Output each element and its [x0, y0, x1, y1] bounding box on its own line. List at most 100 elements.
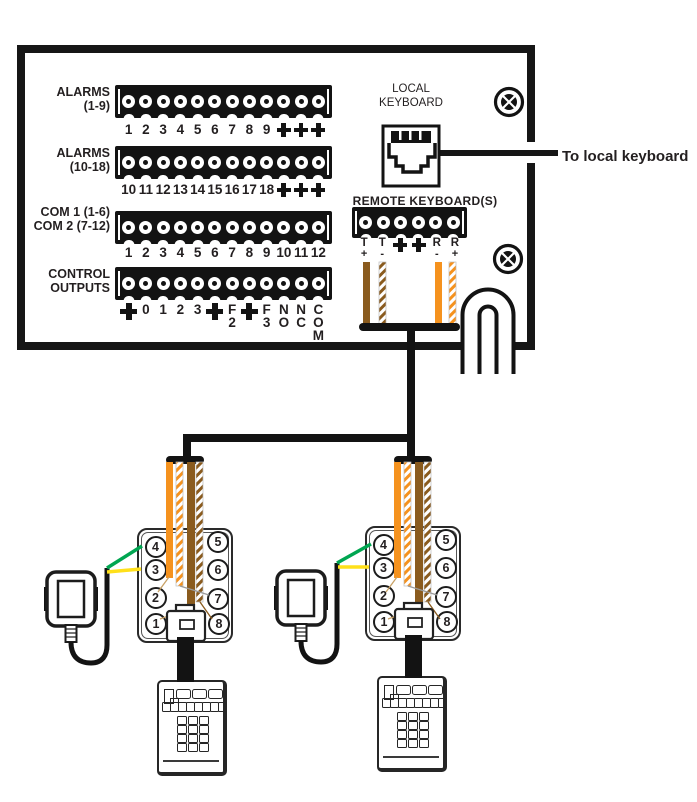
remote-pin-label — [410, 238, 428, 259]
screw-terminal — [206, 267, 223, 300]
pin-label: 12 — [155, 182, 171, 197]
keypad-function-key — [208, 689, 223, 699]
terminal-block-alarms-1-9 — [115, 85, 332, 118]
screw-terminal — [310, 85, 327, 118]
terminal-hole — [311, 277, 325, 290]
screw-terminal — [258, 146, 275, 179]
pin-label: 11 — [138, 182, 154, 197]
to-local-keyboard-annotation: To local keyboard — [562, 148, 689, 165]
screw-terminal — [310, 211, 327, 244]
remote-pin-label: T- — [373, 237, 391, 259]
junction-terminal-7: 7 — [435, 586, 457, 608]
keypad-number-key — [177, 734, 187, 743]
screw-terminal — [172, 146, 189, 179]
screw-terminal — [392, 207, 410, 238]
screw-terminal — [189, 267, 206, 300]
screw-terminal — [293, 146, 310, 179]
keypad-number-key — [177, 725, 187, 734]
terminal-hole — [225, 221, 239, 234]
pin-label — [275, 123, 292, 137]
pin-label: 1 — [124, 122, 133, 137]
terminal-hole — [122, 156, 136, 169]
pin-row-remote-keyboards: T+T-R-R+ — [352, 237, 467, 260]
junction-terminal-3: 3 — [372, 557, 395, 579]
keypad-number-key — [199, 725, 209, 734]
terminal-hole — [311, 156, 325, 169]
pin-label: 2 — [142, 245, 150, 260]
remote-keyboards-label: REMOTE KEYBOARD(S) — [352, 194, 498, 208]
pin-label: 4 — [176, 122, 185, 137]
terminal-block-alarms-10-18 — [115, 146, 332, 179]
alarms-1-9-label: ALARMS (1-9) — [56, 85, 110, 113]
screw-terminal — [155, 211, 172, 244]
terminal-hole — [411, 216, 425, 229]
terminal-hole — [173, 95, 187, 108]
screw-terminal — [172, 211, 189, 244]
keypad-1 — [157, 680, 227, 776]
terminal-hole — [311, 95, 325, 108]
ground-icon — [206, 303, 224, 320]
pin-label: 3 — [159, 245, 167, 260]
keypad-number-key — [397, 739, 407, 748]
terminal-hole — [277, 277, 291, 290]
pin-label: 10 — [276, 245, 292, 260]
junction-terminal-1: 1 — [145, 613, 167, 635]
screw-terminal — [258, 85, 275, 118]
pin-label: 16 — [224, 182, 240, 197]
terminal-hole — [139, 221, 153, 234]
ground-icon — [120, 303, 138, 320]
screw-terminal — [155, 85, 172, 118]
screw-terminal — [172, 267, 189, 300]
pin-label: 9 — [262, 122, 271, 137]
screw-terminal — [137, 85, 154, 118]
screw-terminal — [241, 267, 258, 300]
keypad-number-key — [419, 712, 429, 721]
keypad-number-key — [408, 712, 418, 721]
terminal-hole — [173, 221, 187, 234]
pin-label: 3 — [193, 302, 202, 317]
screw-terminal — [241, 211, 258, 244]
keypad-divider-line — [163, 760, 219, 762]
pin-label: 3 — [159, 122, 167, 137]
screw-terminal — [275, 211, 292, 244]
pin-label: N C — [296, 302, 306, 330]
ground-icon — [311, 123, 326, 137]
screw-terminal — [275, 146, 292, 179]
screw-terminal — [293, 267, 310, 300]
pin-label: 2 — [176, 302, 185, 317]
keypad-function-key — [412, 685, 427, 695]
terminal-hole — [446, 216, 460, 229]
screw-terminal — [310, 146, 327, 179]
rear-panel-outline — [17, 45, 535, 350]
junction-terminal-8: 8 — [208, 613, 230, 635]
remote-pin-sign: - — [434, 248, 439, 260]
screw-terminal — [224, 211, 241, 244]
screw-terminal — [357, 207, 375, 238]
screw-terminal — [293, 211, 310, 244]
junction-terminal-3: 3 — [144, 559, 167, 581]
keypad-number-key — [419, 721, 429, 730]
pin-label: 13 — [172, 182, 188, 197]
terminal-block-control-outputs — [115, 267, 332, 300]
terminal-block-remote-keyboards — [352, 207, 467, 238]
terminal-hole — [225, 277, 239, 290]
keypad-small-key — [218, 702, 227, 712]
pin-label — [293, 123, 310, 137]
pin-label — [120, 303, 138, 342]
screw-terminal — [137, 211, 154, 244]
pin-label: 15 — [207, 182, 223, 197]
pin-label: 12 — [310, 245, 326, 260]
keypad-number-key — [188, 734, 198, 743]
screw-terminal — [427, 207, 445, 238]
screw-terminal — [410, 207, 428, 238]
terminal-hole — [122, 95, 136, 108]
keypad-function-key — [428, 685, 443, 695]
terminal-hole — [242, 221, 256, 234]
screw-terminal — [258, 267, 275, 300]
ground-icon — [393, 238, 408, 252]
terminal-hole — [242, 156, 256, 169]
terminal-hole — [277, 156, 291, 169]
